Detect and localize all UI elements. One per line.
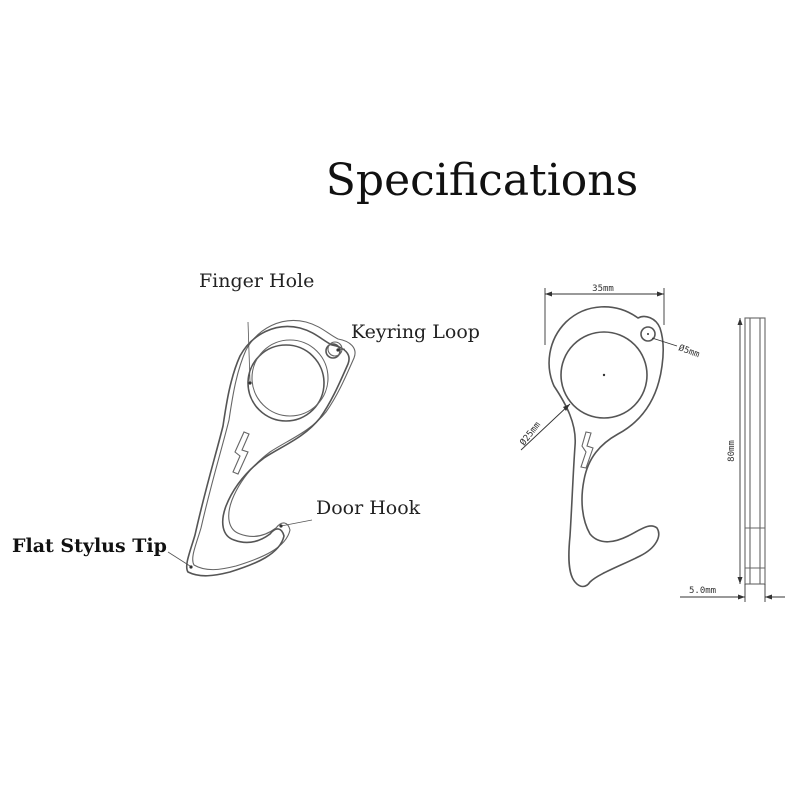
key-hole-dim-leader xyxy=(651,337,678,347)
page-title: Specifications xyxy=(326,155,638,206)
dim-height-label: 80mm xyxy=(727,440,737,462)
tool-outline-front xyxy=(185,325,350,577)
stylus-tip-leader xyxy=(167,551,191,567)
finger-hole xyxy=(247,344,325,422)
stylus-tip-leader-dot xyxy=(189,565,193,569)
door-hook-leader xyxy=(280,519,313,527)
dim-width-label: 35mm xyxy=(592,284,614,294)
side-view-body xyxy=(744,317,766,585)
front-view-outline xyxy=(548,306,665,588)
finger-hole-dim-arrow xyxy=(563,404,570,411)
lightening-slot xyxy=(232,431,250,475)
key-hole-center-mark xyxy=(647,333,649,335)
finger-hole-leader-dot xyxy=(248,381,252,385)
callout-flat-stylus-tip: Flat Stylus Tip xyxy=(12,535,167,557)
keyring-loop-hole-back xyxy=(327,341,343,357)
product-front-view xyxy=(548,306,665,588)
front-view-finger-hole xyxy=(560,331,648,419)
finger-hole-leader xyxy=(247,321,251,383)
dim-thickness-label: 5.0mm xyxy=(689,586,716,596)
height-dimension xyxy=(737,318,743,584)
width-dimension xyxy=(544,288,665,345)
thickness-dimension xyxy=(680,584,785,602)
finger-hole-dim-leader xyxy=(520,403,571,451)
finger-hole-back-edge xyxy=(251,339,329,417)
finger-hole-center-mark xyxy=(602,373,606,377)
front-view-slot xyxy=(580,431,594,469)
dim-finger-hole-label: Ø25mm xyxy=(518,420,543,448)
callout-door-hook: Door Hook xyxy=(316,497,421,519)
product-side-view xyxy=(744,317,766,585)
callout-finger-hole: Finger Hole xyxy=(199,270,314,292)
product-perspective-view xyxy=(167,320,356,577)
front-view-key-hole xyxy=(640,326,656,342)
door-hook-leader-dot xyxy=(279,524,283,528)
dim-key-hole-label: Ø5mm xyxy=(677,342,701,360)
keyring-loop-hole xyxy=(325,343,341,359)
keyring-loop-leader-dot xyxy=(336,348,340,352)
callout-keyring-loop: Keyring Loop xyxy=(351,321,480,343)
